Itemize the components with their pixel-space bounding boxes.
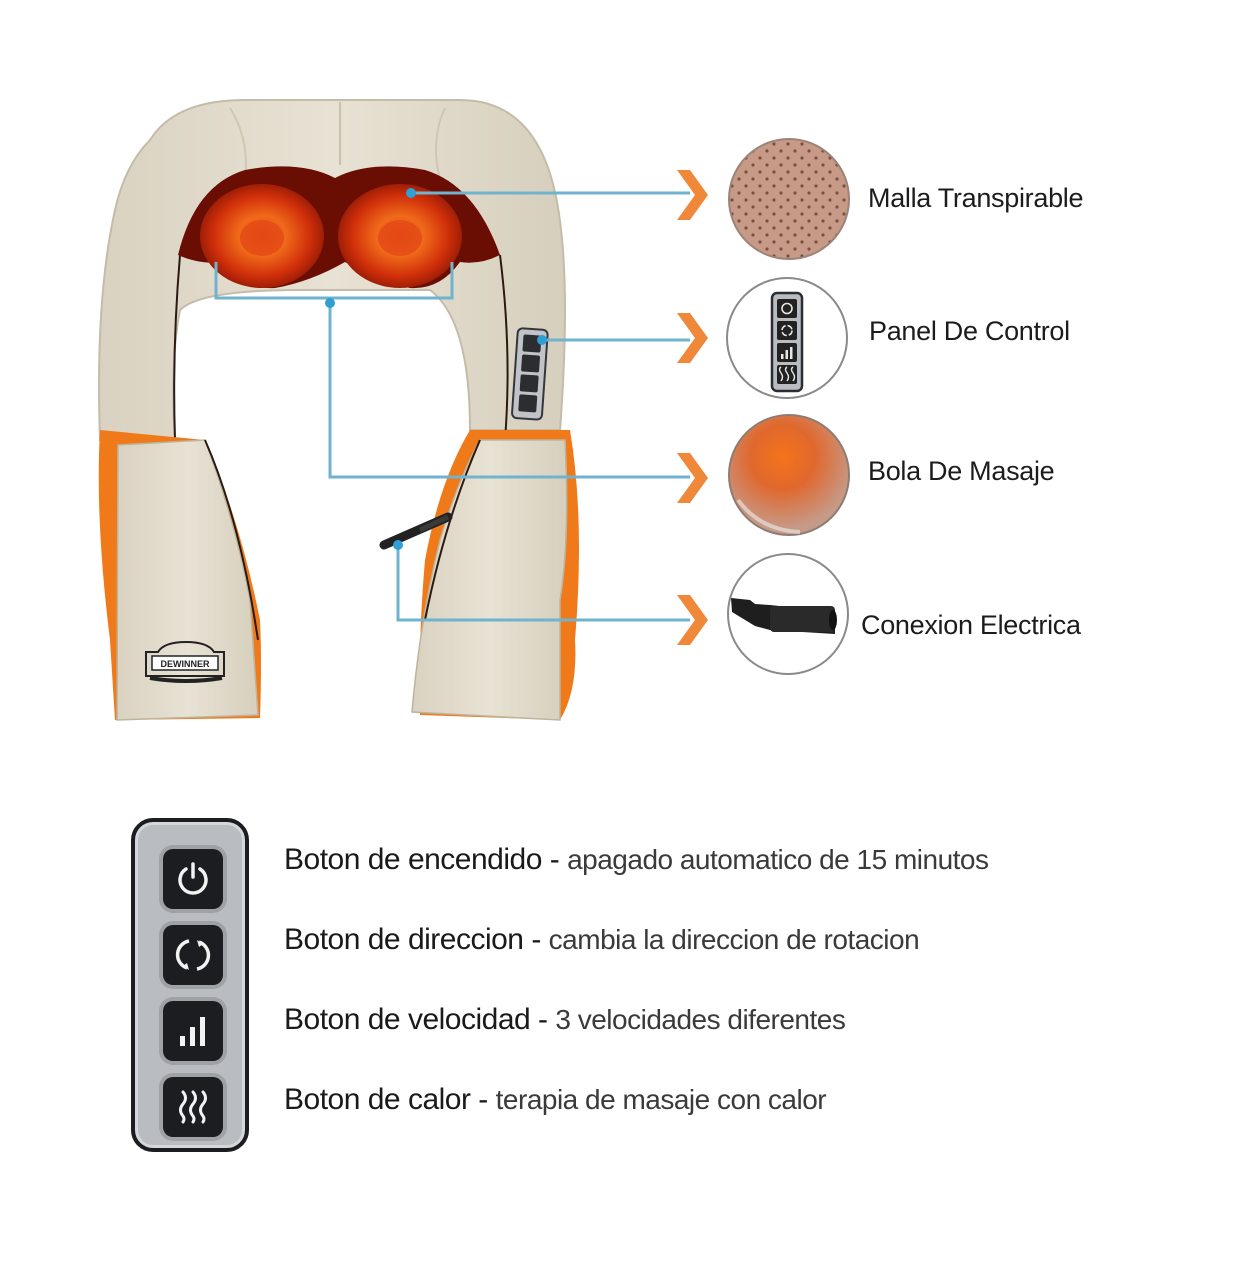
svg-text:DEWINNER: DEWINNER — [161, 659, 210, 669]
legend-description: apagado automatico de 15 minutos — [567, 844, 989, 875]
speed-button[interactable] — [163, 1001, 223, 1061]
massager-body — [98, 99, 566, 441]
heat-button[interactable] — [163, 1077, 223, 1137]
chevron-right-icon — [677, 595, 708, 645]
legend-name: Boton de direccion — [284, 923, 524, 956]
legend-description: cambia la direccion de rotacion — [548, 924, 920, 955]
leader-lines — [214, 191, 690, 622]
legend-separator: - — [470, 1083, 496, 1116]
right-strap — [411, 430, 579, 721]
callout-label-mesh: Malla Transpirable — [868, 183, 1084, 213]
callout-label-massage-ball: Bola De Masaje — [868, 456, 1055, 486]
remote-control-panel — [131, 818, 249, 1152]
heated-massage-nodes — [178, 166, 500, 289]
direction-button[interactable] — [163, 925, 223, 985]
chevron-right-icon — [677, 170, 708, 220]
legend-separator: - — [523, 923, 549, 956]
leader-dots — [325, 188, 547, 550]
chevron-right-icon — [677, 453, 708, 503]
legend-name: Boton de encendido — [284, 843, 542, 876]
legend-description: 3 velocidades diferentes — [555, 1004, 846, 1035]
heat-waves-icon — [179, 1090, 207, 1124]
chevron-icons — [677, 170, 708, 645]
legend-row-speed: Boton de velocidad - 3 velocidades difer… — [284, 1003, 846, 1037]
power-button[interactable] — [163, 849, 223, 909]
mesh-fabric-icon — [728, 138, 850, 260]
massage-ball-icon — [728, 414, 850, 536]
legend-name: Boton de calor — [284, 1083, 471, 1116]
speed-bars-icon — [180, 1017, 205, 1046]
callout-label-control-panel: Panel De Control — [869, 316, 1070, 346]
control-panel-icon — [726, 277, 848, 399]
rotation-icon — [175, 939, 211, 971]
callout-label-power-connection: Conexion Electrica — [861, 610, 1081, 640]
neck-massager-illustration: DEWINNER — [98, 99, 850, 721]
power-cable — [379, 512, 453, 550]
legend-row-power: Boton de encendido - apagado automatico … — [284, 843, 989, 877]
body-control-panel — [511, 327, 549, 421]
legend-separator: - — [541, 843, 568, 876]
power-icon — [178, 862, 208, 895]
legend-separator: - — [530, 1003, 556, 1036]
left-strap — [98, 430, 261, 721]
brand-logo: DEWINNER — [145, 640, 225, 683]
power-connector-icon — [727, 553, 849, 675]
legend-row-direction: Boton de direccion - cambia la direccion… — [284, 923, 920, 957]
chevron-right-icon — [677, 313, 708, 363]
legend-row-heat: Boton de calor - terapia de masaje con c… — [284, 1083, 827, 1117]
legend-name: Boton de velocidad — [284, 1003, 531, 1036]
legend-description: terapia de masaje con calor — [495, 1084, 827, 1115]
